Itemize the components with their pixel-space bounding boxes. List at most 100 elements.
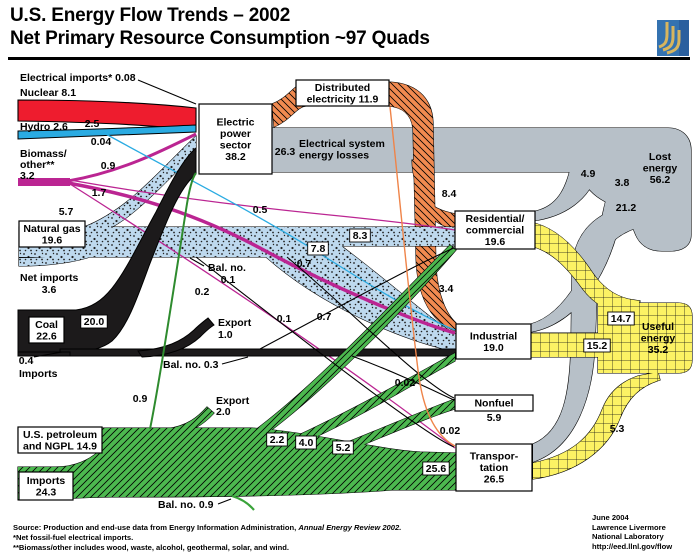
value-label-box (295, 435, 317, 450)
credit-lab-1: Lawrence Livermore (592, 522, 666, 532)
title-line-1: U.S. Energy Flow Trends – 2002 (10, 5, 291, 26)
value-label: 3.4 (439, 283, 454, 295)
residential-commercial-box (454, 210, 536, 250)
useful-energy-label-line: energy (641, 333, 676, 345)
value-label-box (266, 432, 288, 447)
value-label-box (583, 338, 611, 353)
value-label: 5.7 (59, 206, 74, 218)
value-label: Export (218, 317, 252, 329)
footnote-1: *Net fossil-fuel electrical imports. (13, 533, 134, 542)
value-label: 21.2 (616, 202, 637, 214)
electric-power-sector-label-line: power (220, 128, 251, 140)
leader-coal-balancing (221, 356, 249, 365)
value-label: 0.02 (395, 377, 416, 389)
transportation-label-line: 26.5 (484, 474, 505, 486)
value-label: Biomass/ (20, 148, 67, 160)
lost-energy-label-line: Lost (649, 151, 672, 163)
nonfuel-label-line: Nonfuel (474, 398, 513, 410)
residential-commercial-label-line: 19.6 (485, 236, 506, 248)
value-label: 2.2 (270, 434, 285, 446)
coal-label-line: Coal (35, 319, 58, 331)
flow-coal-to-residential (259, 247, 455, 350)
value-label-box (332, 440, 354, 455)
page-title: U.S. Energy Flow Trends – 2002 Net Prima… (10, 4, 430, 50)
us-petroleum-box (17, 426, 103, 454)
coal-label-line: 22.6 (36, 330, 57, 342)
value-label: 0.1 (221, 274, 236, 286)
value-label: 0.04 (91, 136, 112, 148)
value-label: 0.7 (297, 258, 312, 270)
value-label: 2.5 (85, 118, 100, 130)
source-prefix: Source: Production and end-use data from… (13, 523, 299, 532)
title-line-2: Net Primary Resource Consumption ~97 Qua… (10, 28, 430, 49)
value-label: Bal. no. 0.9 (158, 499, 214, 511)
value-label: 14.7 (611, 313, 632, 325)
electric-power-sector-label-line: Electric (217, 116, 255, 128)
value-label: Imports (19, 368, 58, 380)
value-label-box (349, 228, 371, 243)
value-label-box (422, 461, 450, 476)
value-label: 1.0 (218, 329, 233, 341)
distributed-electricity-label-line: Distributed (315, 82, 370, 94)
value-label-box (607, 311, 635, 326)
hairline-flows (33, 79, 455, 505)
value-label: 5.2 (336, 442, 351, 454)
natural-gas-label-line: 19.6 (42, 234, 63, 246)
value-label: Export (216, 395, 250, 407)
electrical-system-losses-label-line: Electrical system (299, 138, 385, 150)
value-label: 26.3 (275, 146, 296, 158)
leader-coal-imports (33, 351, 63, 358)
value-label: 15.2 (587, 340, 608, 352)
value-label: Bal. no. (208, 262, 246, 274)
flow-hydro-to-electric (17, 124, 197, 140)
leader-gas-balancing (189, 257, 205, 267)
electric-power-sector-box (198, 103, 273, 175)
leader-electrical-imports (137, 79, 197, 105)
value-label: Electrical imports* 0.08 (20, 72, 136, 84)
industrial-box (455, 323, 532, 360)
residential-commercial-label-line: commercial (466, 225, 524, 237)
value-label: 3.2 (20, 170, 35, 182)
transportation-label-line: Transpor- (470, 451, 519, 463)
flow-gas-to-nonfuel (286, 256, 455, 399)
oil-imports-label-line: Imports (27, 475, 66, 487)
value-label: Net imports (20, 272, 79, 284)
lost-energy-label-line: energy (643, 163, 678, 175)
value-label: 3.8 (615, 177, 630, 189)
value-label: 2.0 (216, 406, 231, 418)
credit-block: June 2004 Lawrence Livermore National La… (592, 513, 672, 552)
title-rule (8, 57, 690, 60)
value-label: 1.7 (92, 187, 107, 199)
value-label: 0.1 (277, 313, 292, 325)
flow-biomass-to-electric (67, 132, 197, 183)
electric-power-sector-label-line: sector (220, 139, 252, 151)
transportation-box (455, 443, 533, 492)
value-label: Nuclear 8.1 (20, 87, 76, 99)
llnl-logo-icon (657, 20, 689, 56)
lost-energy-label-line: 56.2 (650, 174, 671, 186)
flow-biomass-band (18, 178, 70, 186)
value-label: 0.9 (101, 160, 116, 172)
value-label: 5.3 (610, 423, 625, 435)
footer-notes: Source: Production and end-use data from… (13, 523, 401, 553)
value-label-box (307, 241, 329, 256)
value-label: 8.3 (353, 230, 368, 242)
value-label: Hydro 2.6 (20, 121, 68, 133)
value-label: other** (20, 159, 55, 171)
us-petroleum-label-line: U.S. petroleum (23, 429, 97, 441)
value-label: Bal. no. 0.3 (163, 359, 219, 371)
residential-commercial-label-line: Residential/ (466, 213, 525, 225)
value-label: 0.02 (440, 425, 461, 437)
useful-energy-label-line: Useful (642, 321, 674, 333)
source-italic: Annual Energy Review 2002. (298, 523, 402, 532)
credit-url: http://eed.llnl.gov/flow (592, 542, 673, 552)
value-label: 8.4 (442, 188, 457, 200)
value-label: 0.4 (19, 355, 34, 367)
